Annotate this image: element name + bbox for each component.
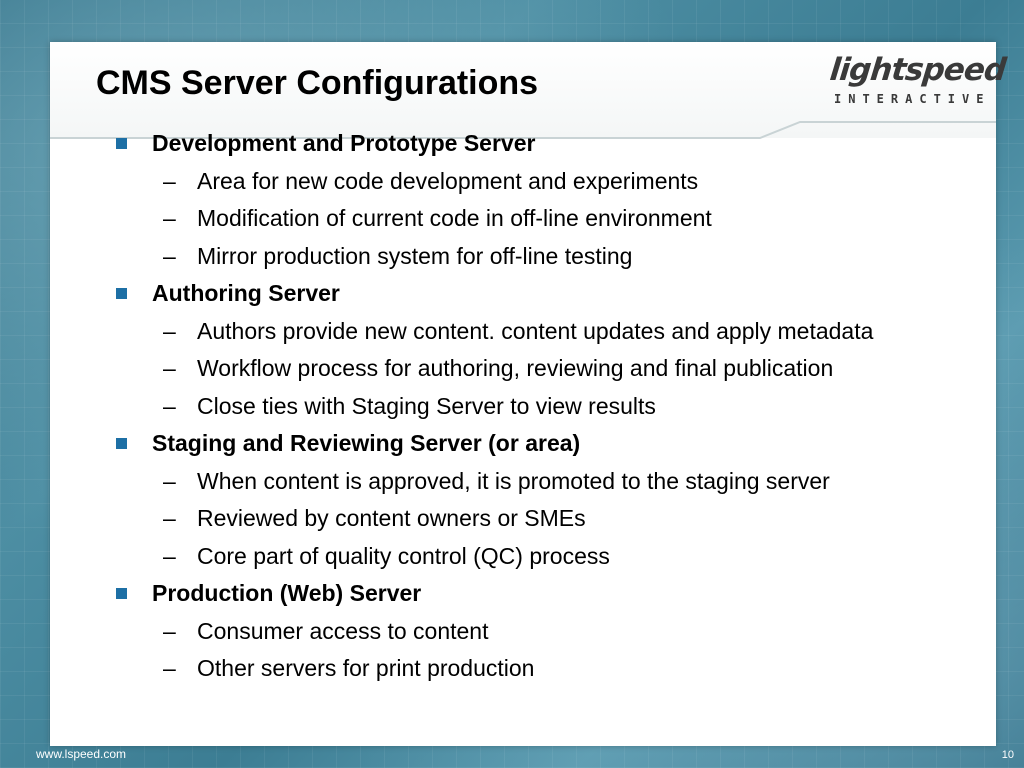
dash-icon: – xyxy=(163,355,176,382)
header-divider xyxy=(50,121,996,139)
logo-subtitle: INTERACTIVE xyxy=(834,92,991,106)
bullet-list: Development and Prototype Server – Area … xyxy=(116,125,936,688)
logo-wordmark: lightspeed xyxy=(828,52,1008,88)
footer-url[interactable]: www.lspeed.com xyxy=(36,747,127,761)
bullet-heading: Authoring Server xyxy=(116,275,936,313)
dash-icon: – xyxy=(163,242,176,269)
bullet-heading-text: Production (Web) Server xyxy=(152,580,422,607)
dash-icon: – xyxy=(163,167,176,194)
sub-bullet: – Consumer access to content xyxy=(116,613,936,651)
dash-icon: – xyxy=(163,617,176,644)
sub-bullet: – Mirror production system for off-line … xyxy=(116,238,936,276)
square-bullet-icon xyxy=(116,288,127,300)
sub-bullet-text: Core part of quality control (QC) proces… xyxy=(197,542,610,569)
sub-bullet-text: Workflow process for authoring, reviewin… xyxy=(197,355,834,382)
bullet-heading-text: Development and Prototype Server xyxy=(152,130,536,157)
bullet-group: Staging and Reviewing Server (or area) –… xyxy=(116,425,936,575)
sub-bullet: – Other servers for print production xyxy=(116,650,936,688)
sub-bullet: – Close ties with Staging Server to view… xyxy=(116,388,936,426)
dash-icon: – xyxy=(163,392,176,419)
sub-bullet: – Core part of quality control (QC) proc… xyxy=(116,538,936,576)
sub-bullet: – Reviewed by content owners or SMEs xyxy=(116,500,936,538)
sub-bullet-text: Modification of current code in off-line… xyxy=(197,205,712,232)
bullet-heading: Staging and Reviewing Server (or area) xyxy=(116,425,936,463)
sub-bullet-text: Area for new code development and experi… xyxy=(197,167,699,194)
sub-bullet-text: When content is approved, it is promoted… xyxy=(197,467,830,494)
slide-panel: CMS Server Configurations lightspeed INT… xyxy=(50,42,1008,746)
dash-icon: – xyxy=(163,655,176,682)
bullet-heading-text: Authoring Server xyxy=(152,280,340,307)
sub-bullet-text: Consumer access to content xyxy=(197,617,489,644)
sub-bullet-text: Close ties with Staging Server to view r… xyxy=(197,392,656,419)
sub-bullet-text: Other servers for print production xyxy=(197,655,535,682)
page-number: 10 xyxy=(1001,749,1014,761)
bullet-heading: Production (Web) Server xyxy=(116,575,936,613)
dash-icon: – xyxy=(163,542,176,569)
sub-bullet: – Workflow process for authoring, review… xyxy=(116,350,936,388)
square-bullet-icon xyxy=(116,438,127,450)
bullet-heading-text: Staging and Reviewing Server (or area) xyxy=(152,430,581,457)
sub-bullet-text: Reviewed by content owners or SMEs xyxy=(197,505,586,532)
dash-icon: – xyxy=(163,505,176,532)
dash-icon: – xyxy=(163,317,176,344)
sub-bullet: – Modification of current code in off-li… xyxy=(116,200,936,238)
sub-bullet: – Area for new code development and expe… xyxy=(116,163,936,201)
dash-icon: – xyxy=(163,467,176,494)
dash-icon: – xyxy=(163,205,176,232)
lightspeed-logo: lightspeed INTERACTIVE xyxy=(828,52,1008,118)
bullet-group: Development and Prototype Server – Area … xyxy=(116,125,936,275)
bullet-heading: Development and Prototype Server xyxy=(116,125,936,163)
square-bullet-icon xyxy=(116,588,127,600)
bullet-group: Authoring Server – Authors provide new c… xyxy=(116,275,936,425)
bullet-group: Production (Web) Server – Consumer acces… xyxy=(116,575,936,688)
sub-bullet-text: Mirror production system for off-line te… xyxy=(197,242,633,269)
sub-bullet-text: Authors provide new content. content upd… xyxy=(197,317,874,344)
sub-bullet: – When content is approved, it is promot… xyxy=(116,463,936,501)
square-bullet-icon xyxy=(116,138,127,150)
sub-bullet: – Authors provide new content. content u… xyxy=(116,313,936,351)
slide-title: CMS Server Configurations xyxy=(96,64,539,102)
